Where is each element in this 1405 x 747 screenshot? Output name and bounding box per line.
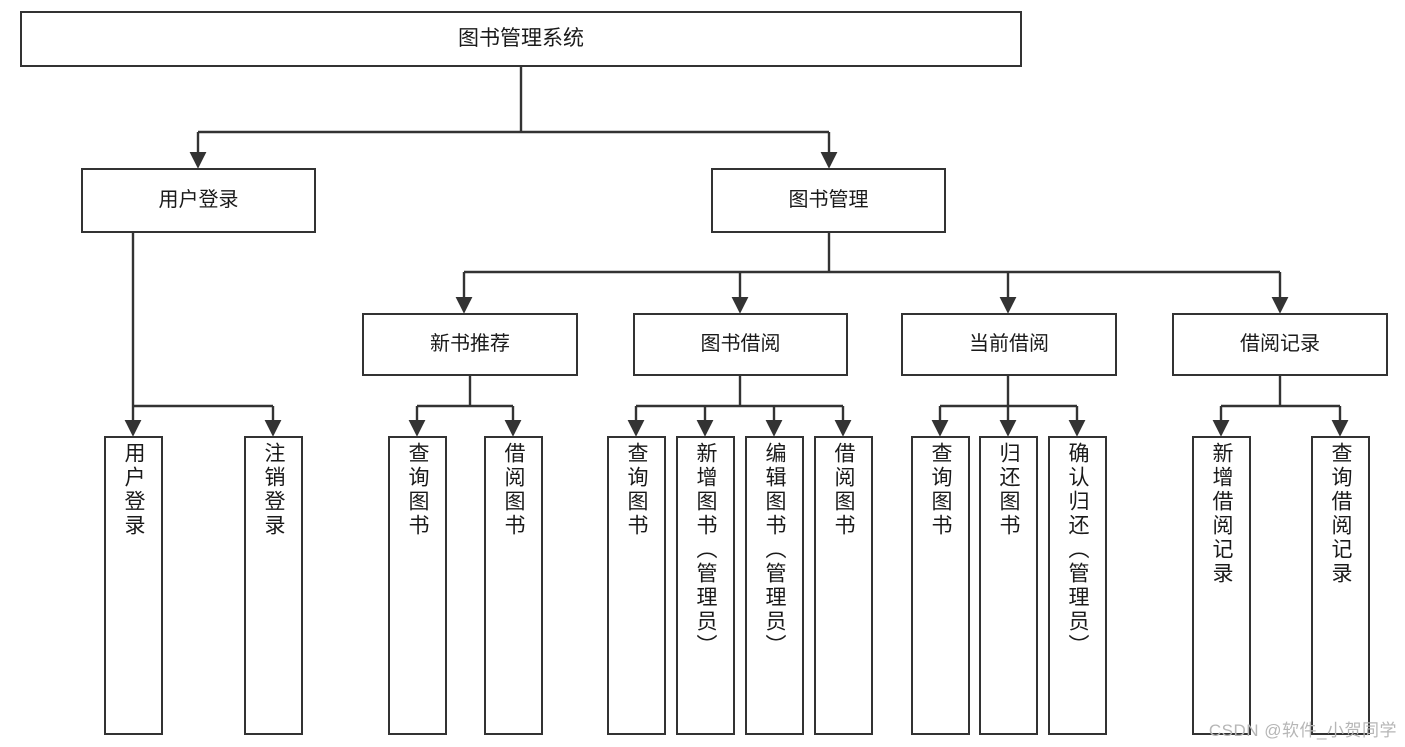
node-leaf-return-book-label: 归还图书 [997, 442, 1020, 538]
node-leaf-query-book-3-label: 查询图书 [929, 442, 952, 538]
node-user-login[interactable]: 用户登录 [81, 168, 316, 233]
node-borrow-record[interactable]: 借阅记录 [1172, 313, 1388, 376]
node-leaf-query-record[interactable]: 查询借阅记录 [1311, 436, 1370, 735]
node-leaf-user-login[interactable]: 用户登录 [104, 436, 163, 735]
node-leaf-add-book-label: 新增图书（管理员） [694, 442, 717, 658]
node-leaf-add-record-label: 新增借阅记录 [1210, 442, 1233, 586]
node-leaf-edit-book[interactable]: 编辑图书（管理员） [745, 436, 804, 735]
node-root-label: 图书管理系统 [458, 27, 584, 51]
node-leaf-edit-book-label: 编辑图书（管理员） [763, 442, 786, 658]
node-leaf-query-book-1-label: 查询图书 [406, 442, 429, 538]
node-leaf-query-book-2-label: 查询图书 [625, 442, 648, 538]
node-leaf-query-book-3[interactable]: 查询图书 [911, 436, 970, 735]
node-leaf-borrow-book-1[interactable]: 借阅图书 [484, 436, 543, 735]
node-leaf-user-login-label: 用户登录 [122, 442, 145, 538]
node-current-borrow[interactable]: 当前借阅 [901, 313, 1117, 376]
watermark-text: CSDN @软件_小贺同学 [1208, 721, 1397, 740]
node-leaf-query-record-label: 查询借阅记录 [1329, 442, 1352, 586]
node-borrow-record-label: 借阅记录 [1240, 333, 1320, 356]
node-leaf-confirm-return-label: 确认归还（管理员） [1066, 442, 1089, 658]
node-user-login-label: 用户登录 [158, 189, 239, 212]
node-book-borrow[interactable]: 图书借阅 [633, 313, 848, 376]
node-new-book-recommend-label: 新书推荐 [430, 333, 510, 356]
node-new-book-recommend[interactable]: 新书推荐 [362, 313, 578, 376]
node-leaf-return-book[interactable]: 归还图书 [979, 436, 1038, 735]
node-leaf-borrow-book-1-label: 借阅图书 [502, 442, 525, 538]
node-leaf-borrow-book-2[interactable]: 借阅图书 [814, 436, 873, 735]
node-leaf-borrow-book-2-label: 借阅图书 [832, 442, 855, 538]
node-book-management-label: 图书管理 [788, 189, 869, 212]
node-leaf-confirm-return[interactable]: 确认归还（管理员） [1048, 436, 1107, 735]
node-current-borrow-label: 当前借阅 [969, 333, 1049, 356]
node-leaf-query-book-1[interactable]: 查询图书 [388, 436, 447, 735]
node-leaf-logout-login-label: 注销登录 [262, 442, 285, 538]
node-leaf-logout-login[interactable]: 注销登录 [244, 436, 303, 735]
node-book-borrow-label: 图书借阅 [700, 333, 781, 356]
node-leaf-query-book-2[interactable]: 查询图书 [607, 436, 666, 735]
node-root[interactable]: 图书管理系统 [20, 11, 1022, 67]
node-leaf-add-book[interactable]: 新增图书（管理员） [676, 436, 735, 735]
node-leaf-add-record[interactable]: 新增借阅记录 [1192, 436, 1251, 735]
node-book-management[interactable]: 图书管理 [711, 168, 946, 233]
